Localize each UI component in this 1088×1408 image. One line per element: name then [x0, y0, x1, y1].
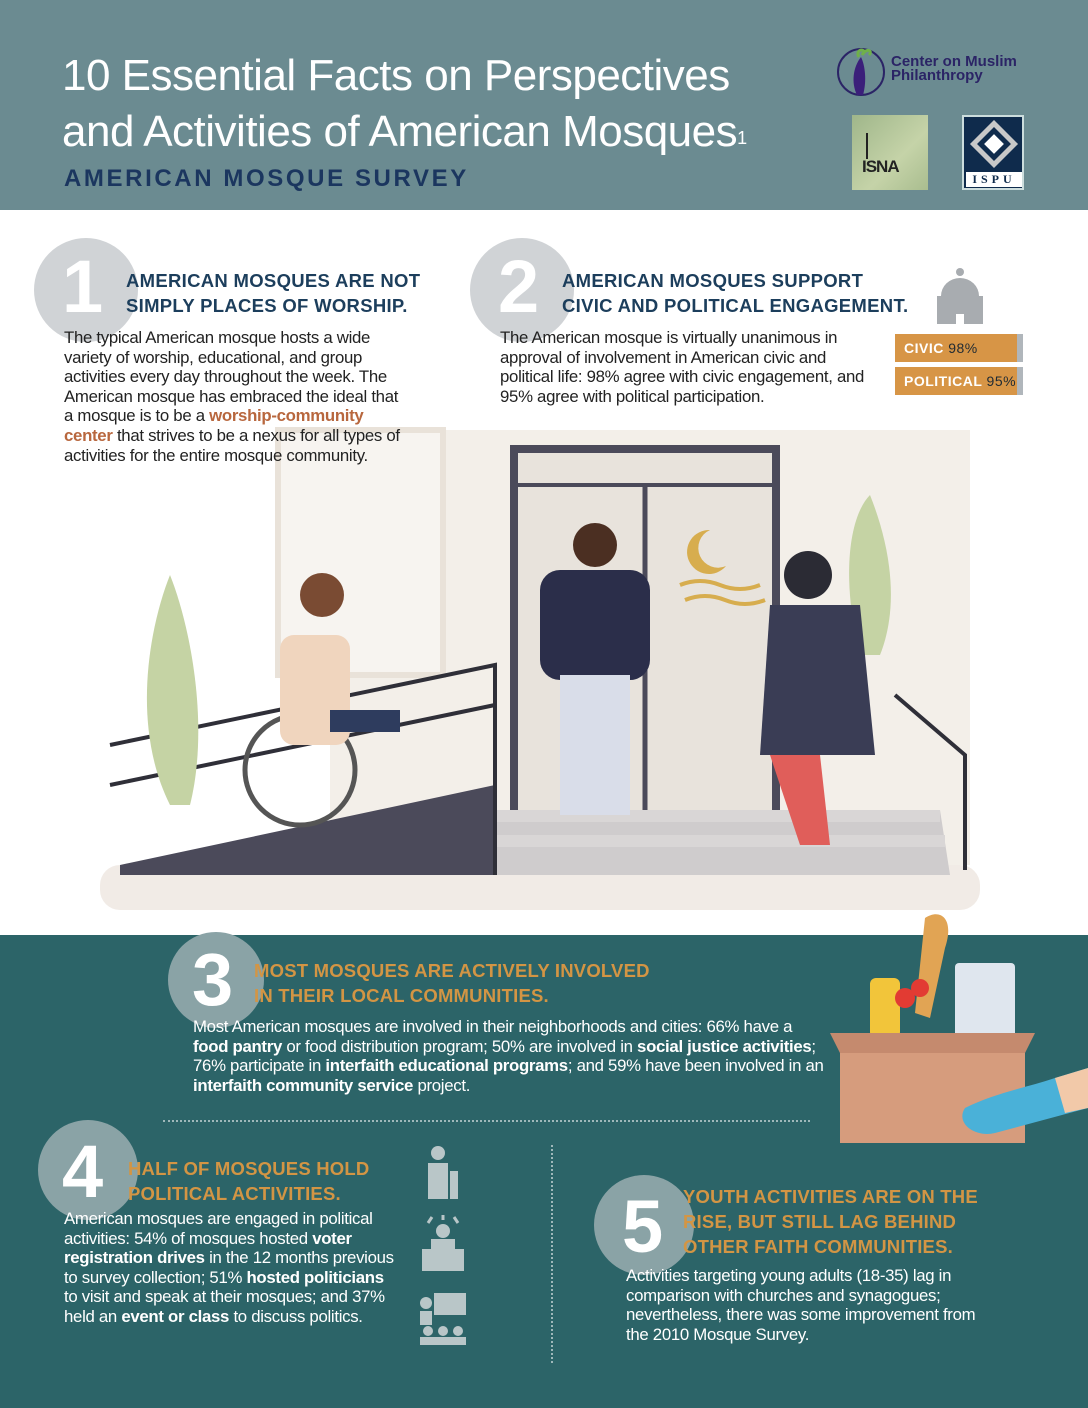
heading-line: HALF OF MOSQUES HOLD — [128, 1158, 370, 1179]
title-line-2: and Activities of American Mosques1 — [62, 104, 747, 160]
fact4-number: 4 — [62, 1130, 104, 1213]
heading-line: AMERICAN MOSQUES SUPPORT — [562, 270, 864, 291]
heading-line: OTHER FAITH COMMUNITIES. — [683, 1236, 953, 1257]
heading-line: POLITICAL ACTIVITIES. — [128, 1183, 341, 1204]
fact3-body: Most American mosques are involved in th… — [193, 1017, 828, 1095]
body-text: American mosques are engaged in politica… — [64, 1209, 373, 1248]
heading-line: YOUTH ACTIVITIES ARE ON THE — [683, 1186, 978, 1207]
fact5-number-circle — [594, 1175, 694, 1275]
ispu-logo-text: ISPU — [966, 172, 1022, 187]
body-text: in the 12 months previous to survey coll… — [64, 1248, 394, 1287]
body-text: The typical American mosque hosts a wide… — [64, 328, 399, 426]
subtitle: AMERICAN MOSQUE SURVEY — [64, 165, 469, 192]
ispu-logo: ISPU — [962, 115, 1024, 190]
fact1-heading: AMERICAN MOSQUES ARE NOT SIMPLY PLACES OF… — [126, 268, 420, 318]
class-discussion-icon — [420, 1293, 466, 1345]
bold-highlight-text: hosted politicians — [246, 1267, 384, 1287]
title-line-1: 10 Essential Facts on Perspectives — [62, 51, 730, 100]
bold-highlight-text: food pantry — [193, 1036, 282, 1056]
bold-highlight-text: event or class — [121, 1306, 230, 1326]
bar-value: 95% — [986, 373, 1017, 389]
fact1-number-circle — [34, 238, 138, 342]
heading-line: CIVIC AND POLITICAL ENGAGEMENT. — [562, 295, 909, 316]
body-text: ; 76% participate in — [193, 1036, 816, 1076]
bar-label: POLITICAL — [904, 373, 983, 389]
civic-bar: CIVIC 98% — [895, 334, 1023, 362]
bar-label: CIVIC — [904, 340, 944, 356]
heading-line: IN THEIR LOCAL COMMUNITIES. — [254, 985, 549, 1006]
fact4-body: American mosques are engaged in politica… — [64, 1209, 399, 1327]
cmp-logo-icon — [837, 48, 885, 96]
body-text: Most American mosques are involved in th… — [193, 1017, 793, 1036]
food-donation-box-illustration — [830, 914, 1088, 1143]
fact5-body: Activities targeting young adults (18-35… — [626, 1266, 976, 1344]
fact5-number: 5 — [622, 1185, 664, 1268]
body-text: project. — [413, 1075, 471, 1095]
title-text: and Activities of American Mosques — [62, 107, 738, 156]
fact2-heading: AMERICAN MOSQUES SUPPORT CIVIC AND POLITI… — [562, 268, 908, 318]
bold-highlight-text: social justice activities — [637, 1036, 812, 1056]
fact1-body: The typical American mosque hosts a wide… — [64, 328, 400, 465]
fact1-number: 1 — [62, 245, 104, 328]
voter-icon — [428, 1146, 458, 1199]
cmp-line-2: Philanthropy — [891, 67, 983, 84]
body-text: that strives to be a nexus for all types… — [64, 425, 400, 465]
heading-line: MOST MOSQUES ARE ACTIVELY INVOLVED — [254, 960, 650, 981]
cmp-line-1: Center on Muslim — [891, 53, 1017, 70]
body-text: to discuss politics. — [229, 1306, 363, 1326]
bold-highlight-text: voter registration drives — [64, 1228, 352, 1268]
fact3-number-circle — [168, 932, 264, 1028]
bold-highlight-text: interfaith educational programs — [325, 1056, 568, 1076]
body-text: or food distribution program; 50% are in… — [282, 1036, 638, 1056]
politician-speaker-icon — [422, 1215, 464, 1271]
highlight-text: worship-community center — [64, 406, 364, 445]
heading-line: AMERICAN MOSQUES ARE NOT — [126, 270, 421, 291]
heading-line: RISE, BUT STILL LAG BEHIND — [683, 1211, 957, 1232]
bold-highlight-text: interfaith community service — [193, 1075, 414, 1095]
header-banner: 10 Essential Facts on Perspectives and A… — [0, 0, 1088, 210]
bar-value: 98% — [948, 340, 978, 356]
fact2-body: The American mosque is virtually unanimo… — [500, 328, 865, 406]
fact3-heading: MOST MOSQUES ARE ACTIVELY INVOLVED IN THE… — [254, 958, 650, 1008]
mosque-entrance-illustration — [100, 427, 980, 910]
column-divider — [551, 1145, 553, 1363]
mosque-icon — [937, 268, 983, 324]
heading-line: SIMPLY PLACES OF WORSHIP. — [126, 295, 408, 316]
fact3-number: 3 — [192, 938, 234, 1021]
fact2-number-circle — [470, 238, 574, 342]
body-text: to visit and speak at their mosques; and… — [64, 1287, 385, 1326]
section-divider — [163, 1120, 810, 1122]
fact2-number: 2 — [498, 245, 540, 328]
fact4-number-circle — [38, 1120, 138, 1220]
isna-logo: ISNA — [852, 115, 928, 190]
isna-logo-text: ISNA — [862, 157, 900, 176]
fact4-heading: HALF OF MOSQUES HOLD POLITICAL ACTIVITIES… — [128, 1156, 369, 1206]
political-bar: POLITICAL 95% — [895, 367, 1023, 395]
fact5-heading: YOUTH ACTIVITIES ARE ON THE RISE, BUT STI… — [683, 1184, 978, 1259]
body-text: ; and 59% have been involved in an — [567, 1056, 824, 1076]
footnote-marker: 1 — [737, 128, 747, 148]
